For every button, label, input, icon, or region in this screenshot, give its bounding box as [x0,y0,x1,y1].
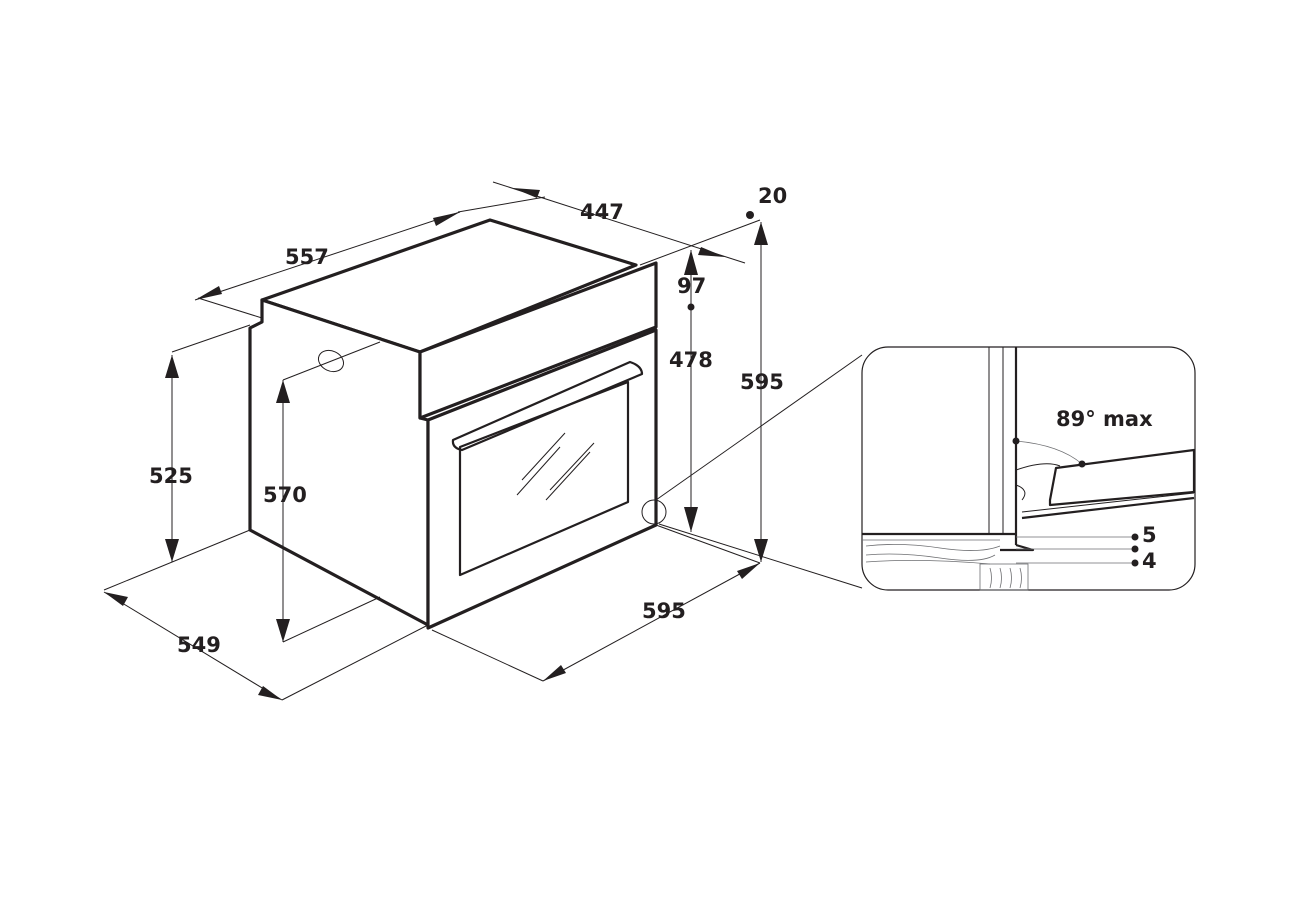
control-panel [418,261,658,420]
dim-label-20: 20 [758,184,787,208]
detail-callout [641,354,863,589]
dim-label-595-height: 595 [740,370,784,394]
glass-reflection-2 [516,446,561,496]
glass-reflection-4 [549,442,595,491]
open-door-panel [1048,448,1196,507]
oven-body [248,218,658,630]
detail-callout-circle [641,499,667,525]
dim-label-478: 478 [669,348,713,372]
dim-label-595-width: 595 [642,599,686,623]
dim-label-525: 525 [149,464,193,488]
dimension-labels: 557 447 20 97 478 595 525 570 549 595 89… [149,184,1157,657]
marker-label-5: 5 [1142,523,1157,547]
hinge-angle-label: 89° max [1056,407,1153,431]
dim-label-557: 557 [285,245,329,269]
door-handle [451,360,644,452]
marker-label-4: 4 [1142,549,1157,573]
side-vent-hole [317,349,345,373]
dim-label-447: 447 [580,200,624,224]
dim-label-97: 97 [677,274,706,298]
dimension-lines [103,181,768,701]
dim-label-549: 549 [177,633,221,657]
detail-view [861,346,1196,591]
glass-reflection-1 [521,432,566,481]
dim-label-570: 570 [263,483,307,507]
oven-left-side-face [248,298,430,627]
glass-reflection-3 [545,451,591,501]
